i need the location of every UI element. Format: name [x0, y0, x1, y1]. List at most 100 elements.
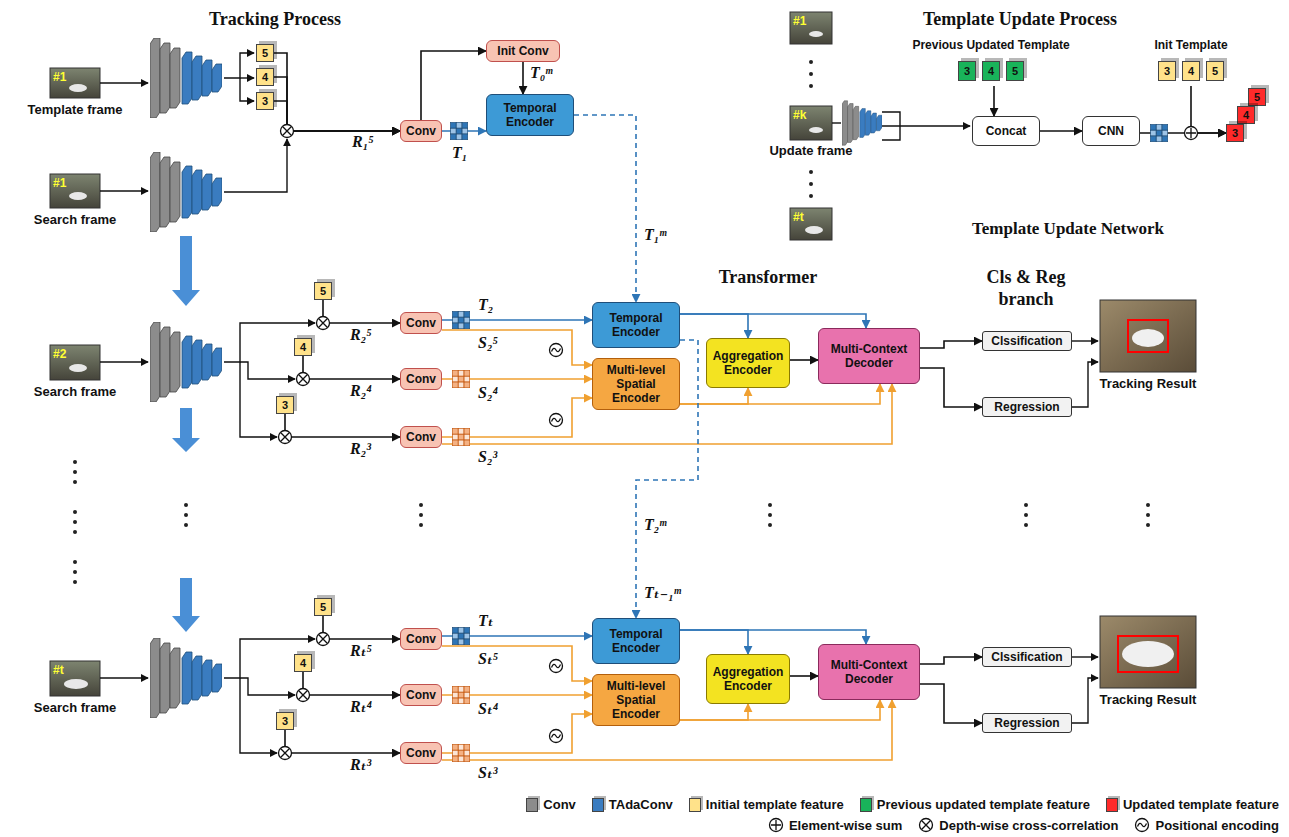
box-label: CNN	[1098, 124, 1124, 138]
cube-number: 3	[282, 715, 288, 727]
group-heading: Template Update Network	[972, 219, 1164, 239]
encoder-box: Aggregation Encoder	[706, 654, 790, 704]
box-label: Concat	[986, 124, 1027, 138]
box-label: Init Conv	[497, 44, 548, 58]
cube-number: 4	[300, 341, 306, 353]
legend-symbol	[918, 817, 934, 833]
box-label: Multi-level Spatial Encoder	[596, 679, 676, 721]
cube-number: 5	[1212, 65, 1218, 77]
feature-cube: 5	[314, 598, 332, 616]
connector	[274, 101, 400, 131]
frame-number: #1	[53, 70, 66, 84]
transformer-band: TransformerTemporal EncoderMulti-level S…	[582, 262, 955, 788]
legend-item: Updated template feature	[1106, 797, 1279, 812]
legend-item: TAdaConv	[592, 797, 673, 812]
cube-number: 5	[320, 601, 326, 613]
network-band: Template Update NetworkPrevious Updated …	[866, 36, 1270, 244]
connector	[680, 314, 866, 328]
cube-number: 4	[300, 657, 306, 669]
feature-symbol: T₂	[478, 296, 493, 314]
feature-symbol: R₂⁴	[350, 382, 372, 400]
feature-symbol: S₂⁵	[478, 334, 498, 352]
box-label: Temporal Encoder	[596, 311, 676, 339]
frame-images	[50, 12, 832, 696]
feature-cube: 3	[256, 92, 274, 110]
branch-band: Cls & Reg branchClssificationRegressionC…	[963, 262, 1090, 788]
image-caption: Search frame	[34, 212, 116, 228]
encoder-box: Aggregation Encoder	[706, 338, 790, 388]
legend-text: Positional encoding	[1155, 818, 1279, 833]
feature-cube: 4	[294, 338, 312, 356]
process-region: Template Update ProcessTemplate Update N…	[756, 4, 1285, 254]
feature-cube: 4	[256, 68, 274, 86]
head-box: Regression	[982, 397, 1072, 417]
feature-symbol: R₂³	[350, 440, 371, 458]
cube-number: 5	[1012, 65, 1018, 77]
legend-symbol	[1134, 817, 1150, 833]
legend-item: Element-wise sum	[768, 817, 902, 833]
connector	[680, 388, 748, 404]
frame-number: #k	[793, 108, 806, 122]
cube-number: 3	[1164, 65, 1170, 77]
legend-text: Element-wise sum	[789, 818, 902, 833]
box-label: Conv	[406, 430, 436, 444]
connector	[303, 672, 400, 695]
feature-cube: 5	[256, 44, 274, 62]
connector	[442, 330, 592, 365]
decoder-box: Multi-Context Decoder	[818, 644, 920, 700]
group-heading: Transformer	[719, 266, 818, 288]
feature-cube: 3	[276, 396, 294, 414]
connector	[1191, 86, 1226, 133]
connector	[274, 77, 400, 131]
connector	[993, 86, 995, 116]
box-label: Conv	[406, 688, 436, 702]
connector	[790, 675, 818, 677]
connector	[574, 115, 636, 302]
box-label: Multi-level Spatial Encoder	[596, 363, 676, 405]
connector	[680, 314, 748, 338]
connector	[920, 368, 982, 407]
connector	[442, 646, 592, 681]
connector-label: T₁ᵐ	[644, 226, 667, 244]
box-label: Multi-Context Decoder	[822, 342, 916, 370]
cube-number: 4	[988, 65, 994, 77]
legend-text: Conv	[543, 797, 576, 812]
feature-symbol: T₀ᵐ	[530, 64, 553, 82]
group-heading: Template Update Process	[923, 8, 1117, 30]
connector	[920, 341, 982, 348]
process-box: Concat	[972, 116, 1040, 146]
feature-symbol: T₁	[452, 144, 467, 162]
group-heading: Cls & Reg branch	[970, 266, 1082, 310]
cube-number: 5	[262, 47, 268, 59]
connector	[920, 684, 982, 723]
feature-symbol: S₂⁴	[478, 384, 498, 402]
encoder-box: Temporal Encoder	[486, 94, 574, 136]
image-caption: Search frame	[34, 384, 116, 400]
feature-cube: 4	[1182, 61, 1200, 81]
feature-symbol: R₂⁵	[350, 326, 372, 344]
ellipsis-dots	[73, 60, 1150, 584]
frame-number: #t	[53, 663, 64, 677]
feature-cube: 5	[1006, 61, 1024, 81]
image-caption: Tracking Result	[1100, 376, 1197, 392]
feature-symbol: S₂³	[478, 448, 497, 466]
connector	[680, 630, 748, 654]
encoder-box: Multi-level Spatial Encoder	[592, 674, 680, 726]
feature-cube: 5	[1206, 61, 1224, 81]
cube-number: 3	[1232, 127, 1238, 139]
box-label: Clssification	[991, 650, 1062, 664]
conv-box: Conv	[400, 368, 442, 390]
connector	[285, 414, 400, 437]
box-label: Aggregation Encoder	[710, 349, 786, 377]
legend-text: Updated template feature	[1123, 797, 1279, 812]
feature-cube: 4	[982, 61, 1000, 81]
frame-number: #1	[53, 176, 66, 190]
legend-text: Initial template feature	[706, 797, 844, 812]
box-label: Temporal Encoder	[596, 627, 676, 655]
feature-symbol: Sₜ⁴	[478, 700, 498, 718]
connector	[303, 356, 400, 379]
box-label: Clssification	[991, 334, 1062, 348]
feature-cube: 4	[294, 654, 312, 672]
legend-item: Depth-wise cross-correlation	[918, 817, 1118, 833]
